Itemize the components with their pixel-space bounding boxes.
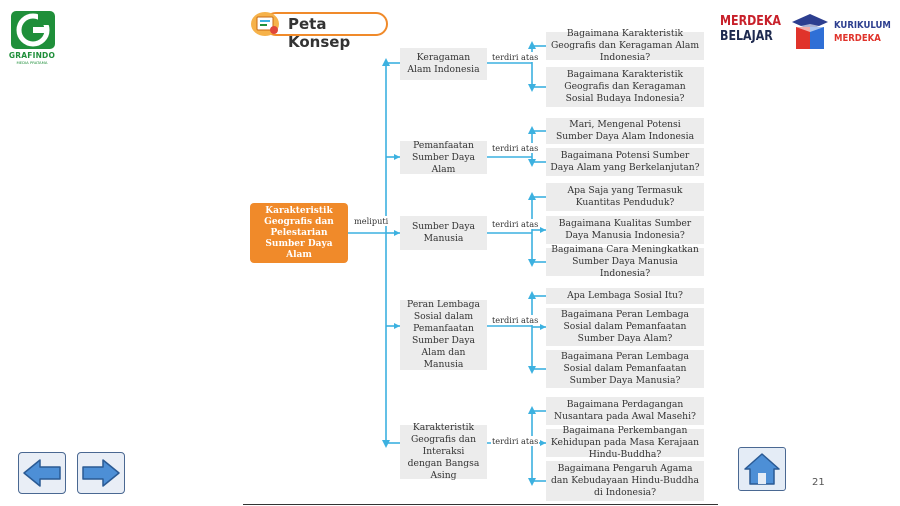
publisher-logo: GRAFINDO MEDIA PRATAMA <box>8 10 56 66</box>
subtopic-5-2: Bagaimana Perkembangan Kehidupan pada Ma… <box>546 425 704 460</box>
terdiri-label-5: terdiri atas <box>491 436 540 446</box>
kurikulum-merdeka-logo: KURIKULUM MERDEKA <box>790 12 891 54</box>
branch-interaksi-bangsa-asing: Karakteristik Geografis dan Interaksi de… <box>400 422 487 481</box>
merdeka-belajar-line1: MERDEKA <box>720 13 782 29</box>
home-icon <box>744 453 780 485</box>
kurikulum-merdeka-line1: KURIKULUM <box>834 20 891 31</box>
subtopic-3-2: Bagaimana Kualitas Sumber Daya Manusia I… <box>546 216 704 244</box>
central-concept-node: Karakteristik Geografis dan Pelestarian … <box>250 203 348 263</box>
bottom-divider <box>243 504 718 505</box>
meliputi-label: meliputi <box>353 216 390 226</box>
branch-sumber-daya-manusia: Sumber Daya Manusia <box>400 216 487 250</box>
branch-peran-lembaga-sosial: Peran Lembaga Sosial dalam Pemanfaatan S… <box>400 299 487 370</box>
branch-pemanfaatan-sda: Pemanfaatan Sumber Daya Alam <box>400 140 487 175</box>
subtopic-1-1: Bagaimana Karakteristik Geografis dan Ke… <box>546 28 704 63</box>
map-book-icon <box>251 12 279 36</box>
subtopic-5-3: Bagaimana Pengaruh Agama dan Kebudayaan … <box>546 461 704 501</box>
page-header: Peta Konsep <box>250 8 390 51</box>
header-pill <box>264 12 388 36</box>
page-number: 21 <box>812 477 825 488</box>
subtopic-4-1: Apa Lembaga Sosial Itu? <box>546 288 704 304</box>
terdiri-label-4: terdiri atas <box>491 315 540 325</box>
publisher-name: GRAFINDO <box>8 51 56 60</box>
subtopic-1-2: Bagaimana Karakteristik Geografis dan Ke… <box>546 67 704 107</box>
merdeka-belajar-line2: BELAJAR <box>720 28 773 44</box>
branch-keragaman-alam: Keragaman Alam Indonesia <box>400 48 487 80</box>
subtopic-2-2: Bagaimana Potensi Sumber Daya Alam yang … <box>546 148 704 176</box>
subtopic-3-1: Apa Saja yang Termasuk Kuantitas Pendudu… <box>546 183 704 211</box>
publisher-tagline: MEDIA PRATAMA <box>16 60 48 65</box>
terdiri-label-2: terdiri atas <box>491 143 540 153</box>
graduation-cap-icon <box>792 14 828 49</box>
subtopic-4-3: Bagaimana Peran Lembaga Sosial dalam Pem… <box>546 350 704 388</box>
page-title: Peta Konsep <box>288 15 351 51</box>
terdiri-label-3: terdiri atas <box>491 219 540 229</box>
kurikulum-merdeka-line2: MERDEKA <box>834 33 881 44</box>
arrow-left-icon <box>23 459 61 487</box>
arrow-right-icon <box>82 459 120 487</box>
terdiri-label-1: terdiri atas <box>491 52 540 62</box>
next-page-button[interactable] <box>77 452 125 494</box>
grafindo-logo-icon <box>11 11 55 49</box>
subtopic-2-1: Mari, Mengenal Potensi Sumber Daya Alam … <box>546 118 704 144</box>
subtopic-5-1: Bagaimana Perdagangan Nusantara pada Awa… <box>546 397 704 425</box>
merdeka-belajar-logo: MERDEKA BELAJAR <box>720 14 782 50</box>
subtopic-4-2: Bagaimana Peran Lembaga Sosial dalam Pem… <box>546 308 704 346</box>
subtopic-3-3: Bagaimana Cara Meningkatkan Sumber Daya … <box>546 244 704 279</box>
prev-page-button[interactable] <box>18 452 66 494</box>
home-button[interactable] <box>738 447 786 491</box>
